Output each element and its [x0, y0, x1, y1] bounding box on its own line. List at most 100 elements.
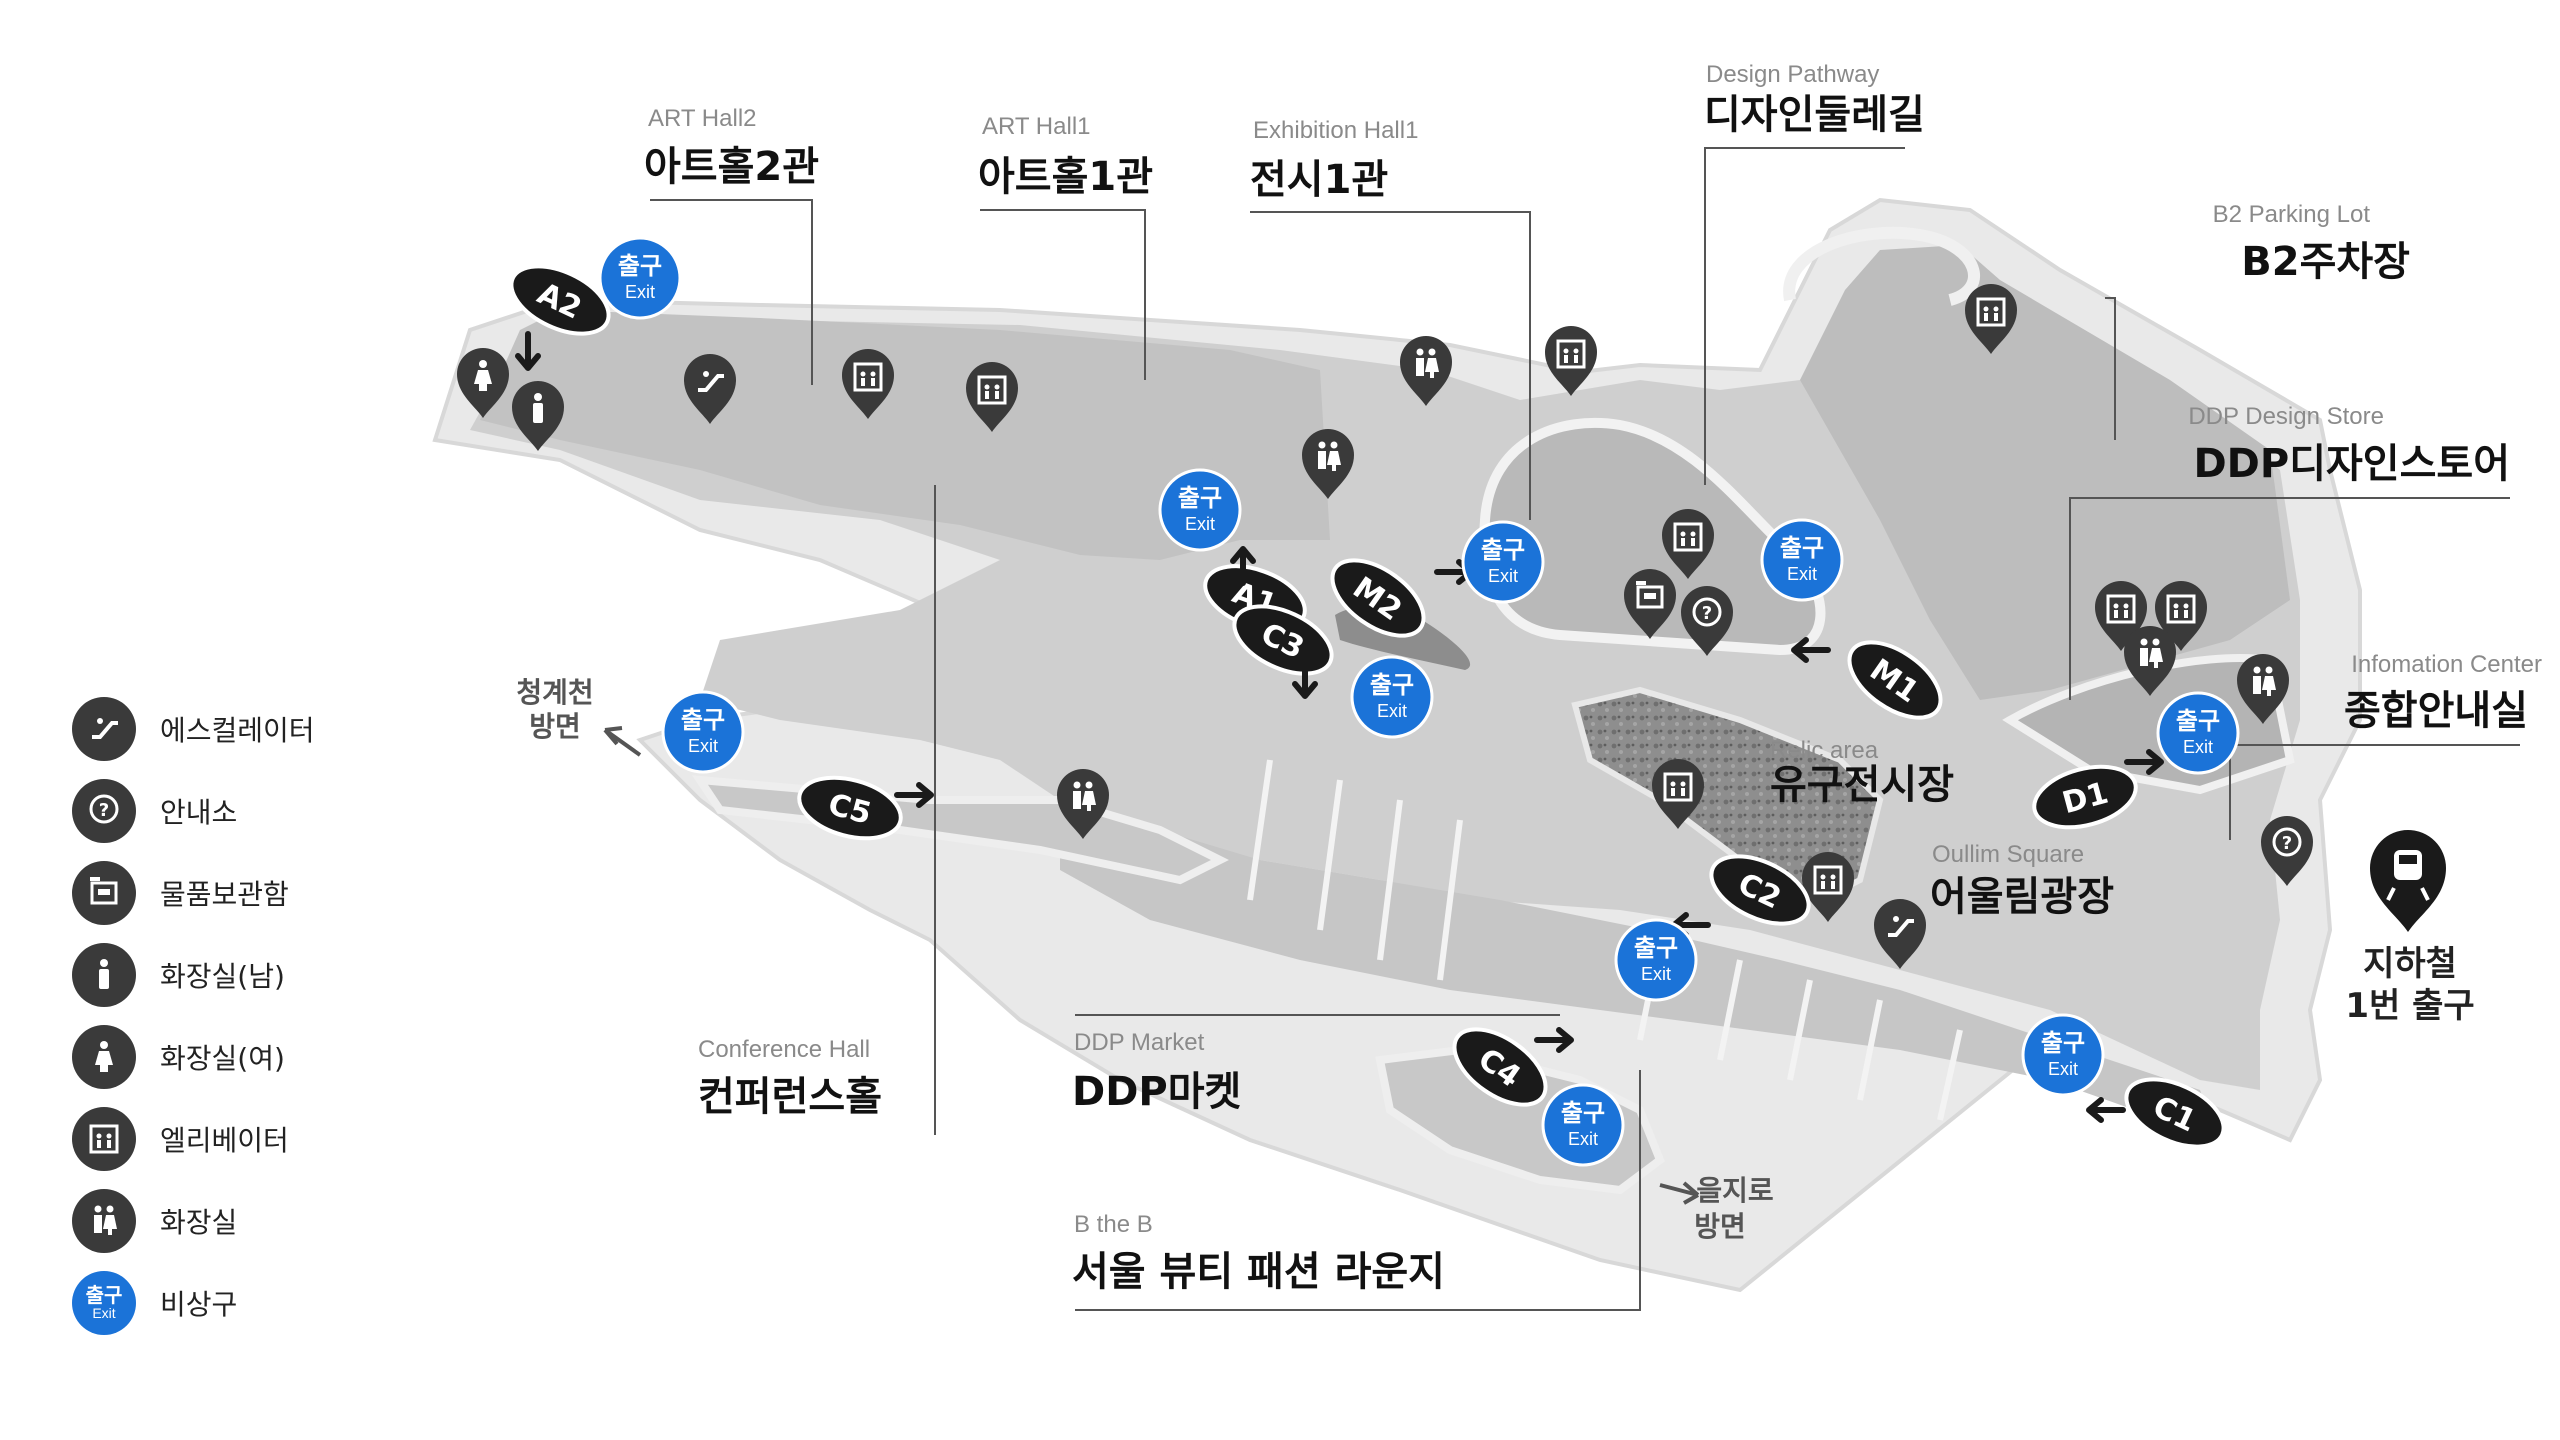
- restroom-icon[interactable]: [1400, 336, 1452, 406]
- area-labels: ART Hall2 아트홀2관 ART Hall1 아트홀1관 Exhibiti…: [644, 61, 2542, 1295]
- svg-text:출구: 출구: [1481, 536, 1525, 564]
- svg-text:출구: 출구: [1370, 671, 1414, 699]
- gate-m1[interactable]: M1: [1836, 627, 1953, 733]
- svg-text:Exit: Exit: [1568, 1129, 1598, 1149]
- legend-label: 안내소: [160, 796, 238, 829]
- gate-arrow-icon: [1534, 1027, 1574, 1053]
- legend-label: 에스컬레이터: [160, 714, 315, 747]
- restroom-men-icon[interactable]: [512, 381, 564, 451]
- gate-c5[interactable]: C5: [793, 767, 908, 848]
- cheonggyecheon-line2: 방면: [529, 710, 581, 743]
- relic-area-ko: 유구전시장: [1770, 762, 1954, 808]
- facility-pins: ??: [457, 284, 2313, 969]
- svg-text:출구: 출구: [1780, 534, 1824, 562]
- art-hall1-ko: 아트홀1관: [978, 154, 1153, 200]
- arrow-cheonggyecheon-icon: [603, 726, 642, 757]
- b2-parking-ko: B2주차장: [2241, 239, 2410, 285]
- elevator-icon[interactable]: [1545, 326, 1597, 396]
- escalator-icon: [72, 697, 136, 761]
- elevator-icon[interactable]: [966, 362, 1018, 432]
- restroom-men-icon: [72, 943, 136, 1007]
- subway-line2: 1번 출구: [2345, 986, 2474, 1026]
- escalator-icon[interactable]: [684, 354, 736, 424]
- legend-label: 비상구: [160, 1288, 238, 1321]
- gate-arrow-icon: [2124, 749, 2164, 775]
- information-icon[interactable]: ?: [2261, 816, 2313, 886]
- svg-text:Exit: Exit: [625, 282, 655, 302]
- ddp-market-en: DDP Market: [1074, 1029, 1205, 1056]
- locker-icon[interactable]: [1624, 569, 1676, 639]
- restroom-women-icon: [72, 1025, 136, 1089]
- b2-parking-en: B2 Parking Lot: [2213, 201, 2371, 228]
- direction-labels: 청계천 방면 을지로 방면 지하철 1번 출구: [516, 676, 2474, 1243]
- svg-text:출구: 출구: [1634, 934, 1678, 962]
- svg-text:출구: 출구: [2041, 1029, 2085, 1057]
- legend-label: 화장실: [160, 1206, 238, 1239]
- art-hall1-en: ART Hall1: [982, 113, 1091, 140]
- gate-d1[interactable]: D1: [2028, 756, 2143, 837]
- restroom-icon[interactable]: [2124, 626, 2176, 696]
- design-pathway-ko: 디자인둘레길: [1704, 92, 1925, 138]
- euljiro-line2: 방면: [1694, 1210, 1746, 1243]
- relic-area-floor: [1571, 686, 1884, 904]
- elevator-icon[interactable]: [2095, 581, 2147, 651]
- elevator-icon[interactable]: [1662, 509, 1714, 579]
- elevator-icon[interactable]: [1965, 284, 2017, 354]
- restroom-icon[interactable]: [2237, 654, 2289, 724]
- gate-arrow-icon: [1230, 546, 1256, 586]
- conference-hall-en: Conference Hall: [698, 1036, 870, 1063]
- gate-m2[interactable]: M2: [1319, 545, 1436, 651]
- svg-text:?: ?: [99, 800, 109, 821]
- elevator-icon[interactable]: [2155, 581, 2207, 651]
- svg-text:출구: 출구: [1561, 1099, 1605, 1127]
- exhibition-hall1-en: Exhibition Hall1: [1253, 117, 1418, 144]
- legend-label: 물품보관함: [160, 878, 289, 911]
- legend-item: 에스컬레이터: [72, 688, 492, 770]
- elevator-icon: [72, 1107, 136, 1171]
- escalator-icon[interactable]: [1874, 899, 1926, 969]
- gate-c4[interactable]: C4: [1441, 1014, 1558, 1120]
- legend-label: 엘리베이터: [160, 1124, 289, 1157]
- conference-hall-ko: 컨퍼런스홀: [698, 1074, 882, 1120]
- legend-item: 물품보관함: [72, 852, 492, 934]
- restroom-icon: [72, 1189, 136, 1253]
- elevator-icon[interactable]: [842, 349, 894, 419]
- gate-c3[interactable]: C3: [1224, 593, 1342, 688]
- legend-item: 화장실(남): [72, 934, 492, 1016]
- restroom-icon[interactable]: [1057, 769, 1109, 839]
- gate-c1[interactable]: C1: [2116, 1066, 2234, 1161]
- information-icon[interactable]: ?: [1681, 586, 1733, 656]
- locker-icon: [72, 861, 136, 925]
- cheonggyecheon-line1: 청계천: [516, 676, 593, 709]
- svg-text:출구: 출구: [618, 252, 662, 280]
- svg-text:Exit: Exit: [1377, 701, 1407, 721]
- svg-text:출구: 출구: [681, 706, 725, 734]
- restroom-icon[interactable]: [1302, 429, 1354, 499]
- elevator-icon[interactable]: [1652, 759, 1704, 829]
- gate-a2[interactable]: A2: [501, 253, 619, 348]
- info-center-ko: 종합안내실: [2344, 688, 2528, 734]
- gate-arrow-icon: [894, 782, 934, 808]
- b-the-b-en: B the B: [1074, 1211, 1153, 1238]
- svg-text:?: ?: [2282, 833, 2292, 854]
- design-store-ko: DDP디자인스토어: [2193, 441, 2510, 487]
- restroom-women-icon[interactable]: [457, 348, 509, 418]
- svg-text:Exit: Exit: [688, 736, 718, 756]
- gate-arrow-icon: [1292, 659, 1318, 699]
- elevator-icon[interactable]: [1802, 852, 1854, 922]
- gate-arrow-icon: [2086, 1097, 2126, 1123]
- gate-c2[interactable]: C2: [1701, 843, 1819, 938]
